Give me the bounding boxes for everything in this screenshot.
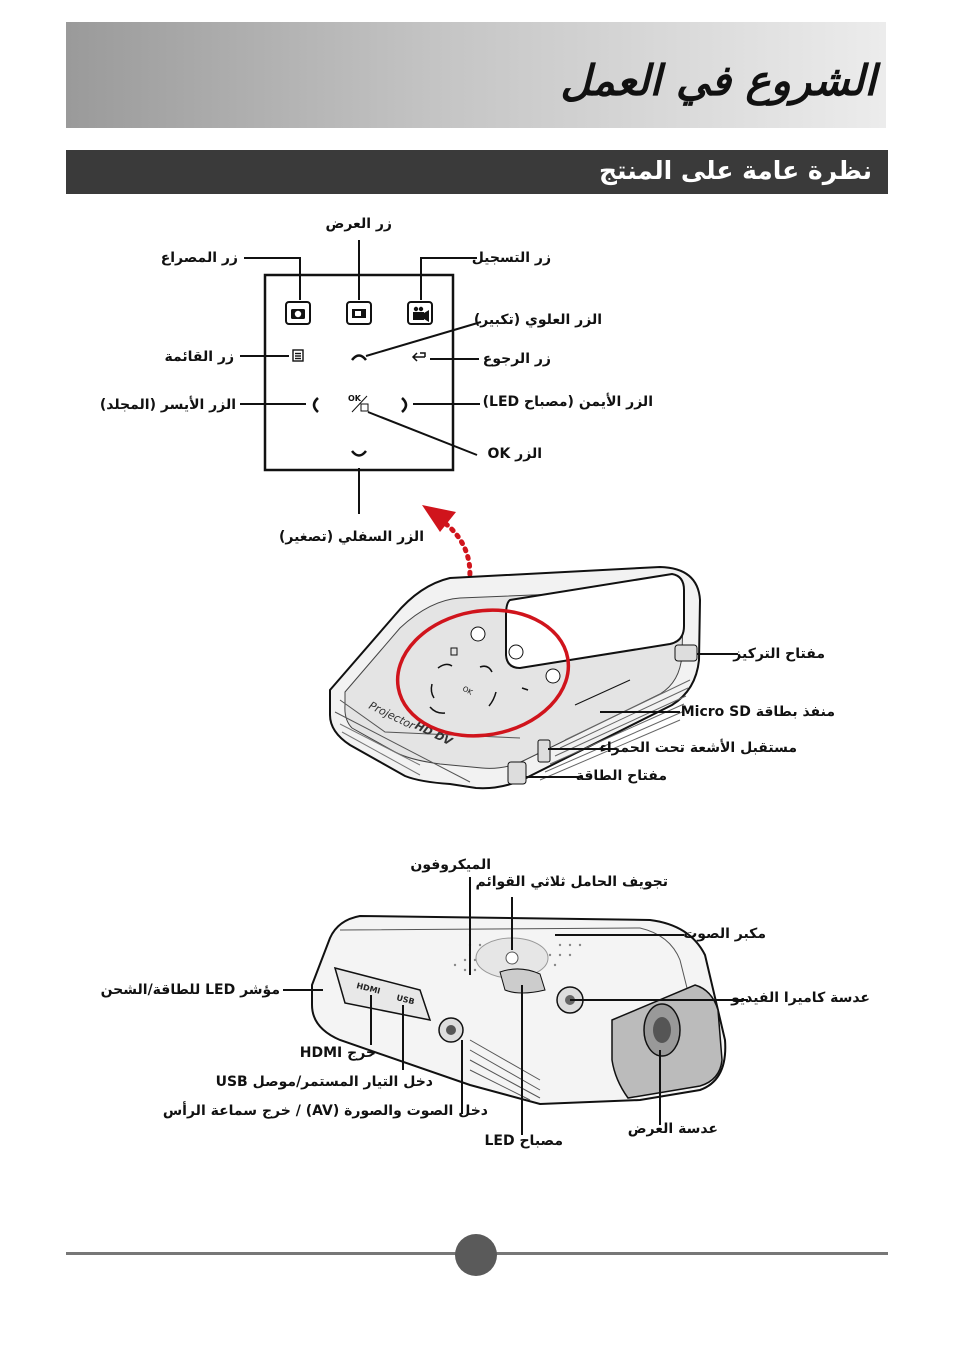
highlight-circle <box>395 608 571 738</box>
power-switch-label: مفتاح الطاقة <box>575 768 667 784</box>
section-bar <box>66 150 888 194</box>
ok-icon <box>351 395 369 413</box>
shutter-button-icon <box>285 301 311 325</box>
page-title: الشروع في العمل <box>560 56 876 105</box>
device-bottom-view <box>311 914 727 1106</box>
ok-glyph: OK <box>348 394 361 403</box>
device-top-view <box>329 565 702 790</box>
microphone-label: الميكروفون <box>410 857 491 873</box>
led-light-label: مصباح LED <box>484 1133 563 1149</box>
left-button-label: الزر الأيسر (المجلد) <box>99 397 236 413</box>
hdmi-out-label: خرج HDMI <box>299 1045 376 1061</box>
video-lens-label: عدسة كاميرا الفيديو <box>731 990 870 1006</box>
up-arrow-icon <box>351 354 367 361</box>
pointer-arrowhead <box>422 505 456 532</box>
section-title: نظرة عامة على المنتج <box>599 156 872 185</box>
ir-receiver-label: مستقبل الأشعة تحت الحمراء <box>599 740 797 756</box>
back-icon <box>411 352 426 362</box>
page-number-dot <box>455 1234 497 1276</box>
display-button-icon <box>346 301 372 325</box>
down-button-label: الزر السفلي (تصغير) <box>278 529 424 545</box>
display-button-label: زر العرض <box>325 216 393 232</box>
record-button-label: زر التسجيل <box>471 250 551 266</box>
ok-button-label: الزر OK <box>487 446 542 462</box>
speaker-label: مكبر الصوت <box>683 926 766 942</box>
record-button-icon <box>407 301 433 325</box>
back-button-label: زر الرجوع <box>482 351 551 367</box>
menu-icon <box>292 349 304 362</box>
micro-sd-slot-label: منفذ بطاقة Micro SD <box>680 704 835 720</box>
right-arrow-icon <box>401 397 408 413</box>
usb-dc-in-label: دخل التيار المستمر/موصل USB <box>215 1074 433 1090</box>
menu-button-label: زر القائمة <box>164 349 234 365</box>
title-band <box>66 22 886 128</box>
tripod-mount-label: تجويف الحامل ثلاثي القوائم <box>475 874 669 890</box>
left-arrow-icon <box>312 397 319 413</box>
focus-switch-label: مفتاح التركيز <box>733 646 825 662</box>
projection-lens-label: عدسة العرض <box>627 1121 718 1137</box>
charging-led-label: مؤشر LED للطاقة/الشحن <box>100 982 280 998</box>
right-button-label: الزر الأيمن (مصباح LED) <box>482 394 653 410</box>
shutter-button-label: زر المصراع <box>160 250 238 266</box>
av-in-label: دخل الصوت والصورة (AV) / خرج سماعة الرأس <box>162 1103 488 1119</box>
down-arrow-icon <box>351 450 367 457</box>
up-button-label: الزر العلوي (تكبير) <box>473 312 602 328</box>
usb-port-text: USB <box>396 993 416 1006</box>
